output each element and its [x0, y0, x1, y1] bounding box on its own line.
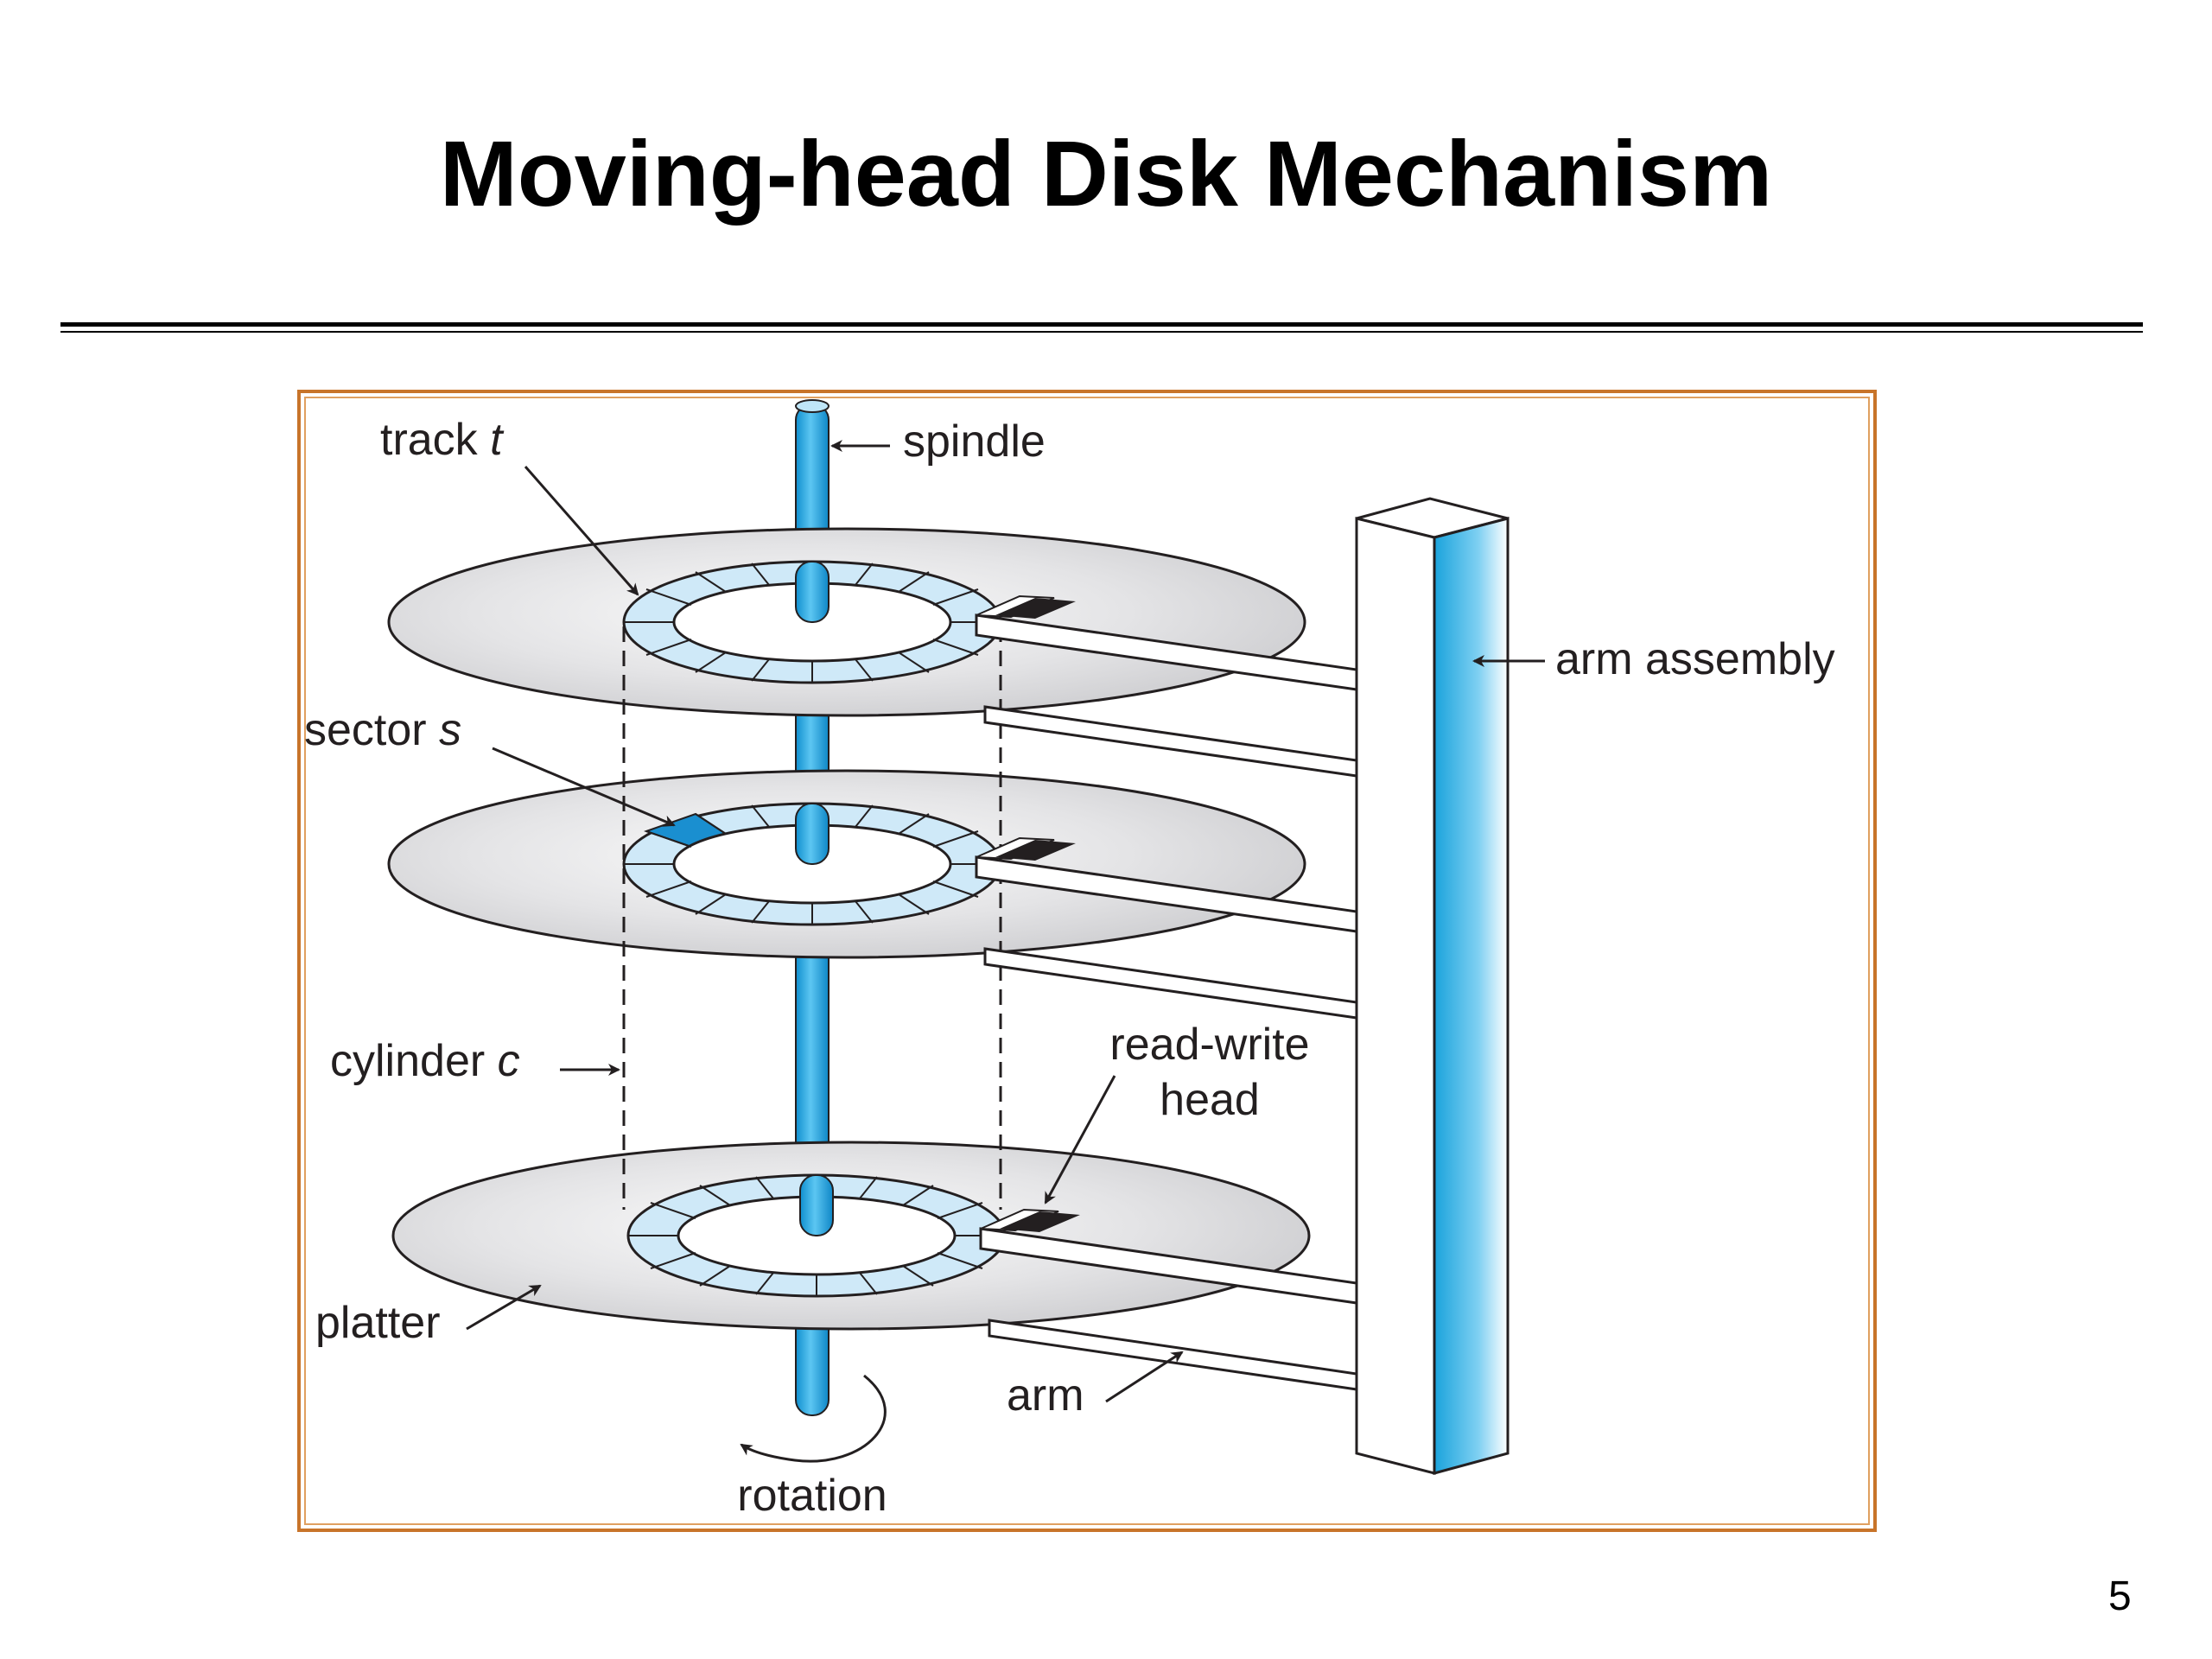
- platter-top: [387, 527, 1306, 717]
- sector-leader: [492, 747, 676, 827]
- platter-bottom: [391, 1141, 1311, 1331]
- title-divider-thin: [60, 331, 2143, 333]
- arm-upper-3: [979, 1208, 1358, 1305]
- page-number: 5: [2108, 1573, 2132, 1619]
- rotation-label: rotation: [737, 1471, 887, 1521]
- arm-lower-1: [983, 705, 1358, 778]
- read-write-head-1: [995, 598, 1076, 619]
- platter-label: platter: [315, 1298, 441, 1348]
- platter-leader: [466, 1284, 542, 1331]
- spindle-label: spindle: [903, 416, 1046, 467]
- read-write-head-2: [995, 840, 1076, 861]
- figure-frame-inner: [304, 397, 1870, 1525]
- platter-middle: [387, 769, 1306, 959]
- title-divider-thick: [60, 322, 2143, 327]
- read-write-head-label-line1: read-write: [1109, 1020, 1309, 1070]
- rotation-arrow: [740, 1374, 887, 1463]
- arm-upper-1: [975, 594, 1358, 691]
- read-write-leader: [1044, 1075, 1116, 1205]
- arm-upper-2: [975, 836, 1358, 933]
- read-write-head-3: [1000, 1211, 1080, 1232]
- read-write-head-label-line2: head: [1160, 1075, 1260, 1125]
- arm-assembly-column: [1355, 497, 1510, 1475]
- track-leader: [524, 466, 639, 596]
- arm-label: arm: [1007, 1370, 1084, 1421]
- cylinder-label: cylinder c: [330, 1036, 520, 1086]
- track-label: track t: [380, 415, 505, 465]
- arm-leader: [1105, 1351, 1184, 1403]
- sector-label: sector s: [304, 705, 461, 755]
- arm-lower-2: [983, 947, 1358, 1020]
- arm-assembly-label: arm assembly: [1555, 634, 1835, 684]
- spindle-top: [795, 399, 830, 413]
- slide-title: Moving-head Disk Mechanism: [439, 121, 1773, 226]
